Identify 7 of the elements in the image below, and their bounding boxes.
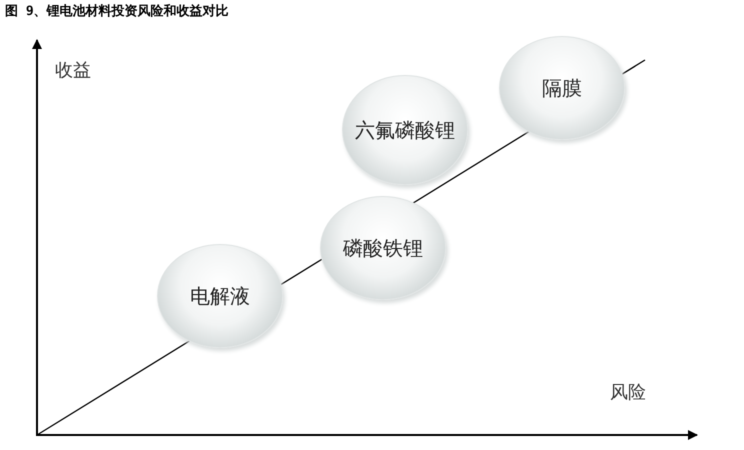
y-axis-label: 收益 — [55, 59, 91, 82]
bubble-label: 六氟磷酸锂 — [355, 116, 455, 144]
x-axis-label: 风险 — [610, 381, 646, 404]
bubble-label: 隔膜 — [542, 74, 582, 102]
figure-title: 图 9、锂电池材料投资风险和收益对比 — [5, 3, 229, 20]
bubble-label: 电解液 — [190, 282, 250, 310]
bubble-label: 磷酸铁锂 — [343, 234, 423, 262]
